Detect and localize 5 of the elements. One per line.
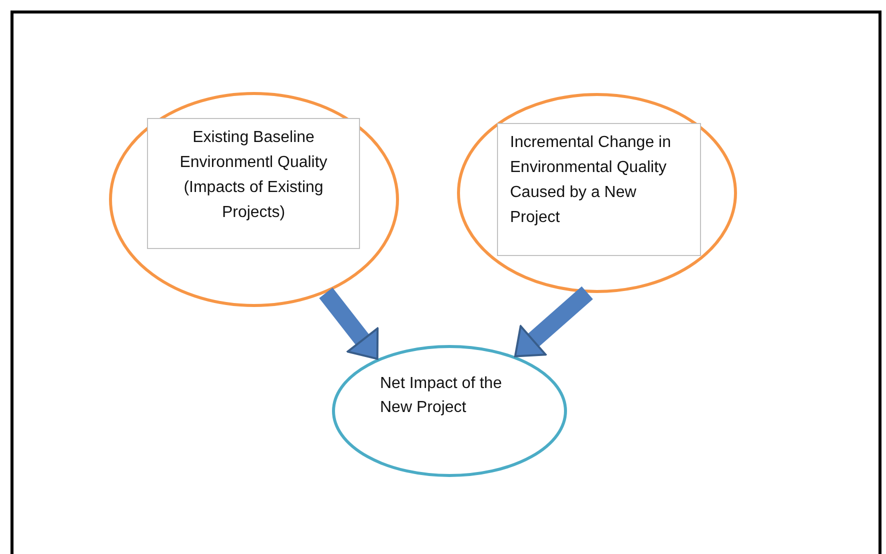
- block-arrow: [319, 288, 379, 360]
- block-arrow: [514, 286, 593, 358]
- text-box: Incremental Change in Environmental Quality Caused by a New Project: [497, 123, 701, 256]
- node-label: Net Impact of the New Project: [380, 374, 502, 418]
- text-box: Existing Baseline Environmentl Quality (Impacts of Existing Projects): [147, 118, 360, 249]
